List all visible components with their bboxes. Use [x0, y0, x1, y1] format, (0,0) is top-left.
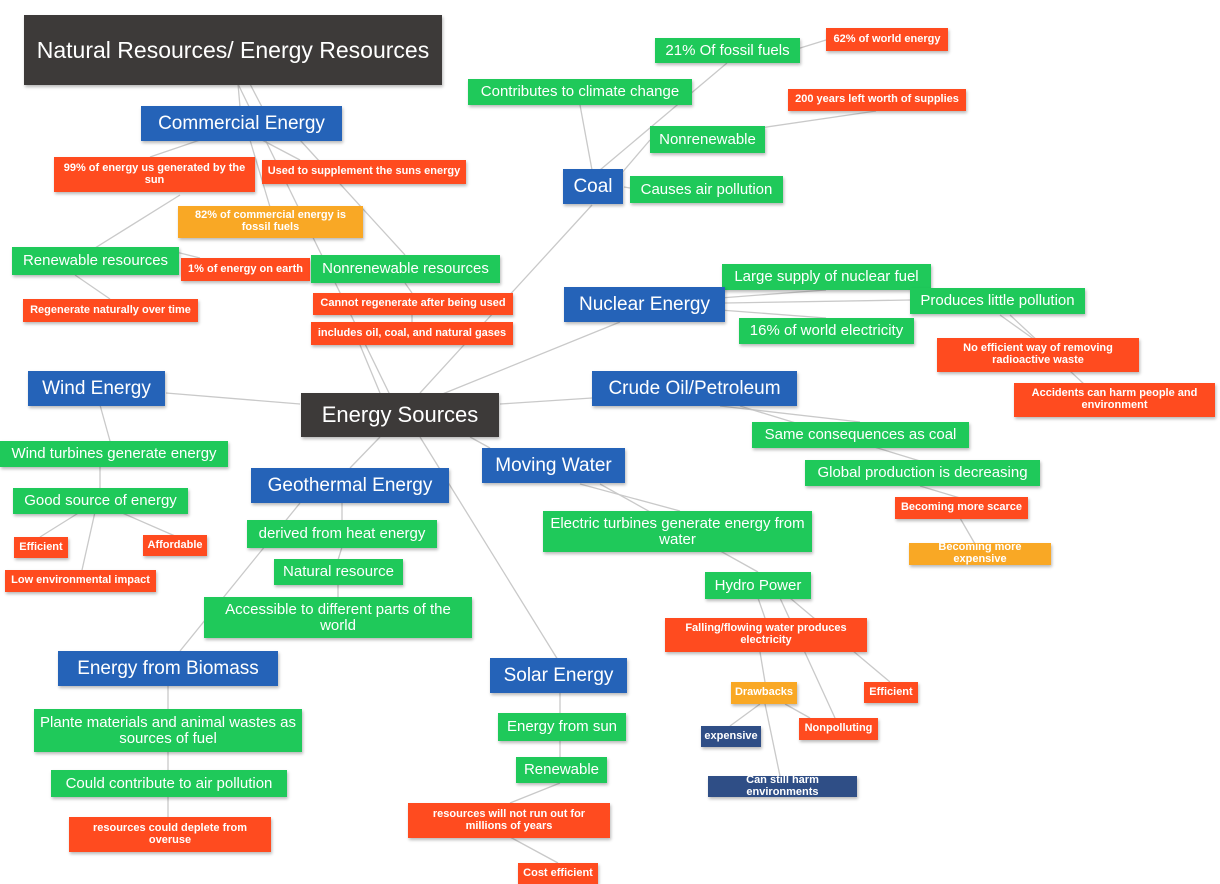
link-moving-turbines: [579, 483, 681, 512]
link-coal-air: [623, 186, 631, 189]
becoming-expensive-node[interactable]: Becoming more expensive: [909, 542, 1051, 565]
link-commercial-sun: [149, 139, 201, 158]
link-geo-natural: [337, 546, 343, 561]
plant-materials-node[interactable]: Plante materials and animal wastes as so…: [34, 709, 302, 752]
solar-renewable-node[interactable]: Renewable: [516, 757, 607, 783]
nonpolluting-node[interactable]: Nonpolluting: [799, 718, 878, 740]
drawbacks-node[interactable]: Drawbacks: [731, 682, 797, 704]
cannot-regenerate-node[interactable]: Cannot regenerate after being used: [313, 293, 513, 315]
link-coal-climate: [579, 104, 593, 171]
link-renewable-regenerate: [74, 274, 111, 300]
link-drawbacks-harm: [764, 703, 781, 777]
nonrenewable-resources-node[interactable]: Nonrenewable resources: [311, 255, 500, 283]
air-pollution-node[interactable]: Causes air pollution: [630, 176, 783, 203]
accessible-node[interactable]: Accessible to different parts of the wor…: [204, 597, 472, 638]
wind-turbines-node[interactable]: Wind turbines generate energy: [0, 441, 228, 467]
little-pollution-node[interactable]: Produces little pollution: [910, 288, 1085, 314]
sixtytwo-world-node[interactable]: 62% of world energy: [826, 28, 948, 51]
not-run-out-node[interactable]: resources will not run out for millions …: [408, 803, 610, 838]
deplete-overuse-node[interactable]: resources could deplete from overuse: [69, 817, 271, 852]
link-little-waste: [999, 314, 1036, 341]
two-hundred-years-node[interactable]: 200 years left worth of supplies: [788, 89, 966, 111]
becoming-scarce-node[interactable]: Becoming more scarce: [895, 497, 1028, 519]
link-commercial-fossil: [249, 139, 271, 208]
large-supply-nuclear-node[interactable]: Large supply of nuclear fuel: [722, 264, 931, 290]
moving-water-node[interactable]: Moving Water: [482, 448, 625, 483]
hydro-power-node[interactable]: Hydro Power: [705, 572, 811, 599]
twentyone-fossil-node[interactable]: 21% Of fossil fuels: [655, 38, 800, 63]
link-wind-turbines: [99, 404, 111, 442]
cost-efficient-node[interactable]: Cost efficient: [518, 863, 598, 884]
commercial-fossil-node[interactable]: 82% of commercial energy is fossil fuels: [178, 206, 363, 238]
biomass-air-pollution-node[interactable]: Could contribute to air pollution: [51, 770, 287, 797]
energy-from-sun-node[interactable]: Energy from sun: [498, 713, 626, 741]
link-commercial-supplement: [261, 139, 301, 161]
link-good-affordable: [119, 511, 176, 537]
regenerate-naturally-node[interactable]: Regenerate naturally over time: [23, 299, 198, 322]
nuclear-energy-node[interactable]: Nuclear Energy: [564, 287, 725, 322]
link-commercial-nonrenew: [299, 139, 406, 256]
link-hydro-falling: [757, 597, 766, 619]
harm-environments-node[interactable]: Can still harm environments: [708, 774, 857, 797]
link-drawbacks-expensive: [729, 703, 761, 727]
link-sources-crude: [499, 397, 593, 405]
derived-heat-node[interactable]: derived from heat energy: [247, 520, 437, 548]
link-nonrenew-200: [759, 110, 877, 129]
expensive-node[interactable]: expensive: [701, 726, 761, 747]
climate-change-node[interactable]: Contributes to climate change: [468, 79, 692, 105]
link-good-low: [81, 511, 96, 571]
link-natural-commercial-b: [249, 83, 263, 108]
generated-by-sun-node[interactable]: 99% of energy us generated by the sun: [54, 157, 255, 192]
coal-node[interactable]: Coal: [563, 169, 623, 204]
good-source-node[interactable]: Good source of energy: [13, 488, 188, 514]
link-commercial-renewable: [94, 194, 181, 249]
link-coal-twentyone: [599, 62, 728, 171]
efficient-wind-node[interactable]: Efficient: [14, 537, 68, 558]
supplement-sun-node[interactable]: Used to supplement the suns energy: [262, 160, 466, 184]
link-crude-same: [719, 405, 861, 423]
link-nuclear-sixteen: [719, 309, 827, 319]
accidents-harm-node[interactable]: Accidents can harm people and environmen…: [1014, 383, 1215, 417]
falling-water-node[interactable]: Falling/flowing water produces electrici…: [665, 618, 867, 652]
link-renewable-notrunout: [509, 782, 561, 804]
same-consequences-node[interactable]: Same consequences as coal: [752, 422, 969, 448]
no-efficient-waste-node[interactable]: No efficient way of removing radioactive…: [937, 338, 1139, 372]
title-natural-resources-node[interactable]: Natural Resources/ Energy Resources: [24, 15, 442, 85]
coal-nonrenewable-node[interactable]: Nonrenewable: [650, 126, 765, 153]
link-global-expensive: [959, 517, 976, 545]
link-sources-moving: [469, 436, 491, 449]
link-nuclear-little: [724, 299, 911, 304]
link-twentyone-sixtytwo: [796, 39, 827, 50]
link-drawbacks-nonpolluting: [784, 703, 811, 719]
renewable-resources-node[interactable]: Renewable resources: [12, 247, 179, 275]
crude-oil-node[interactable]: Crude Oil/Petroleum: [592, 371, 797, 406]
link-sources-nuclear: [439, 321, 621, 396]
link-coal-nonrenew: [619, 139, 651, 176]
link-good-efficient: [39, 511, 81, 538]
low-environmental-impact-node[interactable]: Low environmental impact: [5, 570, 156, 592]
link-sources-wind: [165, 392, 301, 405]
link-notrunout-cost: [509, 836, 559, 864]
commercial-energy-node[interactable]: Commercial Energy: [141, 106, 342, 141]
link-sources-geothermal: [349, 436, 381, 469]
affordable-node[interactable]: Affordable: [143, 535, 207, 556]
link-falling-drawbacks: [759, 651, 766, 683]
electric-turbines-node[interactable]: Electric turbines generate energy from w…: [543, 511, 812, 552]
energy-sources-central-node[interactable]: Energy Sources: [301, 393, 499, 437]
link-global-scarce: [919, 485, 961, 499]
efficient-hydro-node[interactable]: Efficient: [864, 682, 918, 703]
natural-resource-node[interactable]: Natural resource: [274, 559, 403, 585]
link-nuclear-large: [719, 289, 827, 299]
solar-energy-node[interactable]: Solar Energy: [490, 658, 627, 693]
geothermal-energy-node[interactable]: Geothermal Energy: [251, 468, 449, 503]
includes-oil-node[interactable]: includes oil, coal, and natural gases: [311, 322, 513, 345]
link-sources-nonrenew: [359, 344, 381, 394]
energy-from-biomass-node[interactable]: Energy from Biomass: [58, 651, 278, 686]
wind-energy-node[interactable]: Wind Energy: [28, 371, 165, 406]
sixteen-world-electricity-node[interactable]: 16% of world electricity: [739, 318, 914, 344]
global-production-node[interactable]: Global production is decreasing: [805, 460, 1040, 486]
one-percent-earth-node[interactable]: 1% of energy on earth: [181, 258, 310, 281]
link-natural-commercial: [237, 83, 241, 108]
link-nonrenew-cannot: [404, 282, 413, 294]
